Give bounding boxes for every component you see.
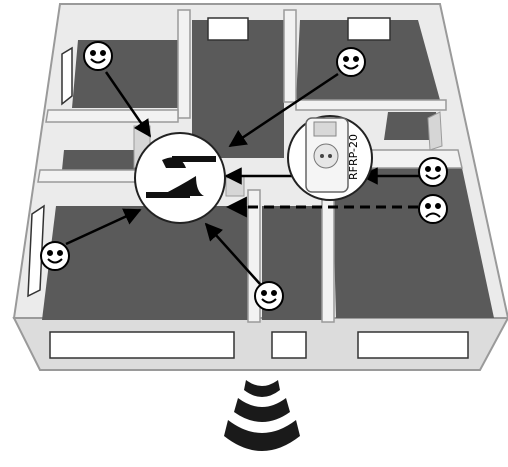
receiver-hub-icon — [134, 132, 226, 224]
smiley-face-icon — [336, 47, 366, 77]
smiley-face-icon — [254, 281, 284, 311]
smiley-face-icon — [418, 157, 448, 187]
smiley-face-icon — [83, 41, 113, 71]
window-top-right — [347, 17, 391, 41]
smiley-faces — [40, 41, 448, 311]
repeater-label: RFRP-20 — [347, 134, 360, 180]
arrow-top-right — [228, 72, 339, 148]
window-front-left — [49, 331, 235, 359]
arrow-left — [65, 208, 142, 246]
window-left-lower — [27, 204, 45, 298]
window-front-right — [357, 331, 469, 359]
room-small-right-floor — [384, 112, 440, 140]
room-bottom-left-floor — [42, 206, 250, 320]
sad-face-icon — [418, 194, 448, 224]
room-top-middle-floor — [192, 20, 284, 158]
window-left-upper — [61, 46, 73, 106]
window-front-middle — [271, 331, 307, 359]
rfrp-20-socket-icon: RFRP-20 — [287, 115, 373, 201]
windows — [27, 17, 469, 359]
room-hall-left-floor — [62, 150, 136, 170]
window-top-middle — [207, 17, 249, 41]
smiley-face-icon — [40, 241, 70, 271]
arrow-top-left — [104, 71, 152, 138]
arrow-bottom — [204, 222, 261, 285]
signal-arrows — [65, 71, 420, 285]
room-floors — [42, 20, 494, 320]
room-bottom-right-floor — [332, 168, 494, 318]
wireless-signal-icon — [224, 380, 300, 451]
room-top-right-floor — [296, 20, 440, 100]
